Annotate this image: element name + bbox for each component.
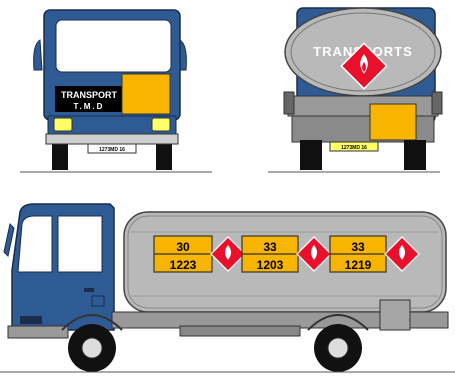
front-view: TRANSPORT T.M.D 1273MD 16: [20, 10, 212, 172]
hazard-panel-2: 33 1203: [242, 236, 298, 272]
cab-sign-line1: TRANSPORT: [61, 90, 118, 100]
un-number-3: 1219: [345, 258, 372, 272]
headlight-left: [54, 118, 72, 131]
hazard-id-3: 33: [351, 240, 365, 254]
un-number-1: 1223: [170, 258, 197, 272]
cab-sign-line2: T.M.D: [74, 102, 105, 111]
rear-view: TRANSPORTS 1273MD 16: [268, 8, 442, 172]
headlight-right: [152, 118, 170, 131]
hazard-id-1: 30: [176, 240, 190, 254]
hazard-panel-3: 33 1219: [330, 236, 386, 272]
hazard-panel-1: 30 1223: [154, 236, 212, 272]
wheel-front: [68, 324, 116, 372]
hazard-id-2: 33: [263, 240, 277, 254]
orange-warning-panel: [122, 74, 170, 114]
license-plate-front-text: 1273MD 16: [99, 147, 125, 153]
orange-warning-panel-rear: [370, 104, 416, 140]
license-plate-rear-text: 1273MD 16: [341, 145, 367, 151]
wheel-rear: [314, 324, 362, 372]
un-number-2: 1203: [257, 258, 284, 272]
side-view: 30 1223 33 1203 33 1219: [0, 204, 455, 372]
